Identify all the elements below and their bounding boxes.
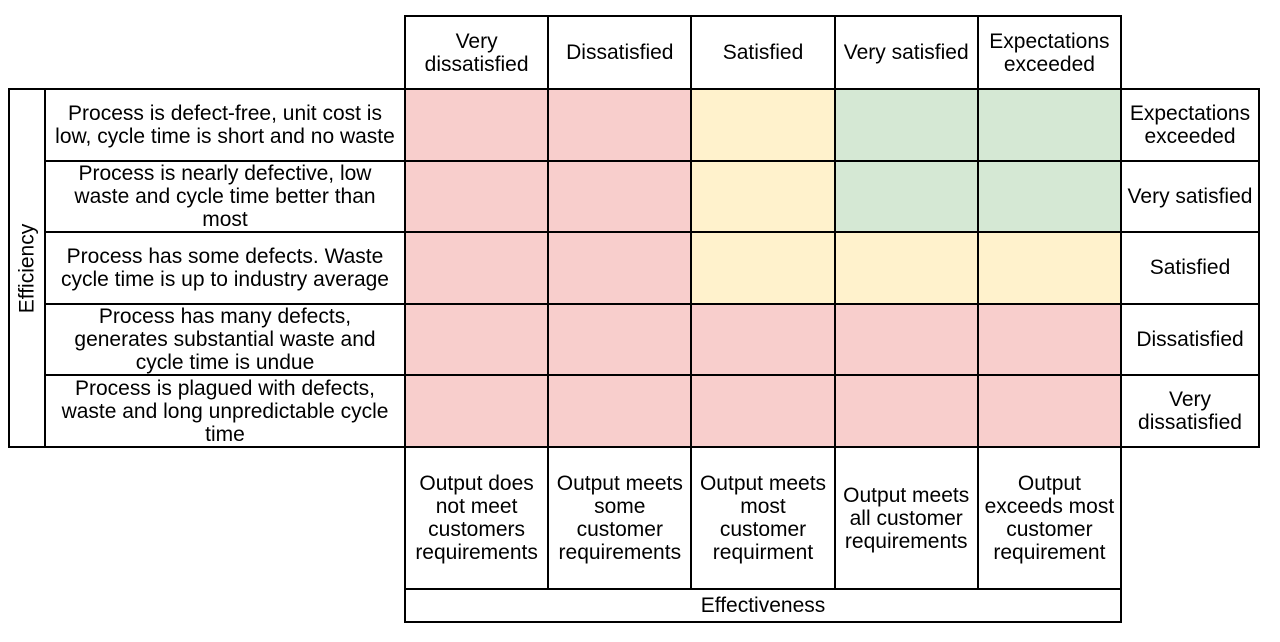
column-description-2: Output meets some customer requirements — [549, 448, 693, 590]
matrix-cell-r3-c5 — [978, 233, 1122, 305]
row-satisfaction-label-1: Expectations exceeded — [1122, 90, 1260, 162]
row-satisfaction-label-4: Dissatisfied — [1122, 304, 1260, 377]
matrix-cell-r3-c4 — [835, 233, 979, 305]
efficiency-axis-label-box: Efficiency — [8, 88, 46, 448]
column-header-2: Dissatisfied — [549, 17, 693, 90]
matrix-cell-r5-c5 — [978, 376, 1122, 448]
effectiveness-column-descriptions: Output does not meet customers requireme… — [404, 446, 1123, 590]
matrix-cell-r3-c2 — [549, 233, 693, 305]
matrix-cell-r1-c2 — [549, 90, 693, 162]
efficiency-row-descriptions: Process is defect-free, unit cost is low… — [44, 88, 406, 448]
row-description-5: Process is plagued with defects, waste a… — [46, 376, 406, 448]
column-description-1: Output does not meet customers requireme… — [406, 448, 550, 590]
effectiveness-axis-label: Effectiveness — [700, 594, 826, 617]
row-satisfaction-label-3: Satisfied — [1122, 233, 1260, 305]
effectiveness-axis-label-bar: Effectiveness — [404, 588, 1122, 623]
matrix-cell-r5-c4 — [835, 376, 979, 448]
matrix-cell-r4-c4 — [835, 304, 979, 377]
efficiency-axis-label: Efficiency — [15, 223, 39, 313]
row-description-4: Process has many defects, generates subs… — [46, 304, 406, 377]
column-description-5: Output exceeds most customer requirement — [978, 448, 1123, 590]
row-description-2: Process is nearly defective, low waste a… — [46, 161, 406, 234]
matrix-cell-r4-c1 — [406, 304, 550, 377]
matrix-cell-r5-c2 — [549, 376, 693, 448]
matrix-cell-r5-c1 — [406, 376, 550, 448]
column-header-1: Very dissatisfied — [406, 17, 550, 90]
row-description-1: Process is defect-free, unit cost is low… — [46, 90, 406, 162]
row-description-3: Process has some defects. Waste cycle ti… — [46, 233, 406, 305]
matrix-cell-r2-c5 — [978, 161, 1122, 234]
column-header-4: Very satisfied — [835, 17, 979, 90]
matrix-cell-r4-c2 — [549, 304, 693, 377]
matrix-cell-r1-c5 — [978, 90, 1122, 162]
matrix-cell-r5-c3 — [692, 376, 836, 448]
row-satisfaction-label-5: Very dissatisfied — [1122, 376, 1260, 448]
matrix-cell-r2-c1 — [406, 161, 550, 234]
matrix-cell-r1-c1 — [406, 90, 550, 162]
matrix-cell-r3-c1 — [406, 233, 550, 305]
matrix-cell-r1-c4 — [835, 90, 979, 162]
matrix-cell-r2-c2 — [549, 161, 693, 234]
matrix-cell-r3-c3 — [692, 233, 836, 305]
column-header-5: Expectations exceeded — [978, 17, 1123, 90]
column-description-4: Output meets all customer requirements — [835, 448, 979, 590]
row-satisfaction-label-2: Very satisfied — [1122, 161, 1260, 234]
column-header-3: Satisfied — [692, 17, 836, 90]
column-description-3: Output meets most customer requirment — [692, 448, 836, 590]
matrix-cell-r4-c5 — [978, 304, 1122, 377]
matrix-cell-r2-c4 — [835, 161, 979, 234]
matrix-cell-r1-c3 — [692, 90, 836, 162]
matrix-grid — [404, 88, 1122, 448]
matrix-cell-r4-c3 — [692, 304, 836, 377]
matrix-cell-r2-c3 — [692, 161, 836, 234]
